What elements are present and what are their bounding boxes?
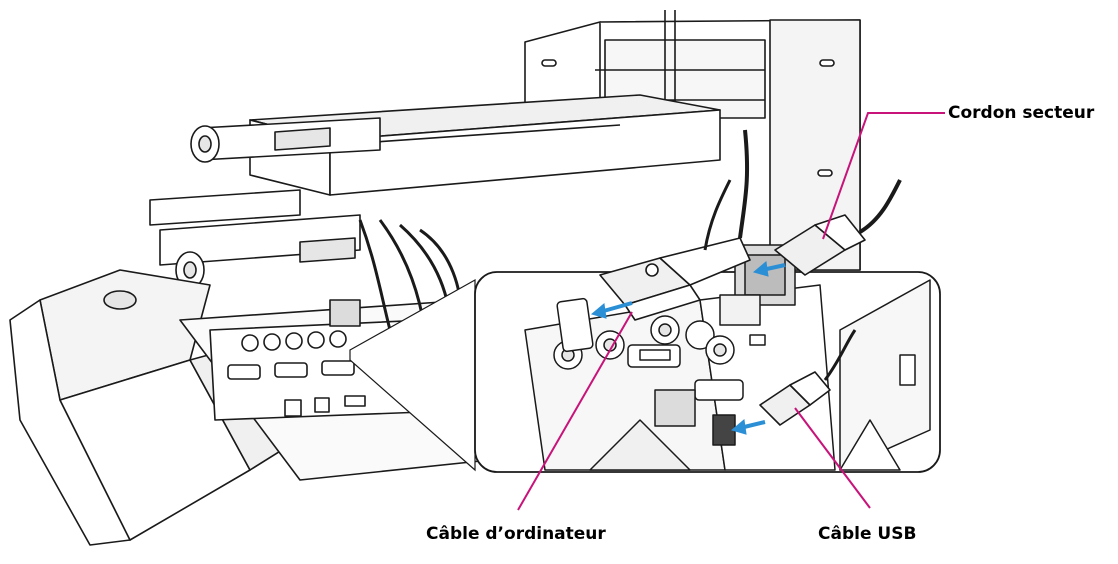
usb-plug <box>759 329 857 426</box>
leader-line-computer-cable <box>517 311 633 511</box>
label-usb-cable: Câble USB <box>818 524 917 544</box>
leader-line-power-cord <box>822 112 945 240</box>
leader-line-usb-cable <box>794 407 871 509</box>
adjustment-knob-bottom <box>149 189 361 289</box>
detail-inset <box>349 129 941 473</box>
adjustment-knob-top <box>190 117 381 163</box>
insert-arrows <box>590 261 786 435</box>
label-power-cord: Cordon secteur <box>948 103 1095 123</box>
label-computer-cable: Câble d’ordinateur <box>426 524 606 544</box>
vga-connector <box>599 129 751 321</box>
